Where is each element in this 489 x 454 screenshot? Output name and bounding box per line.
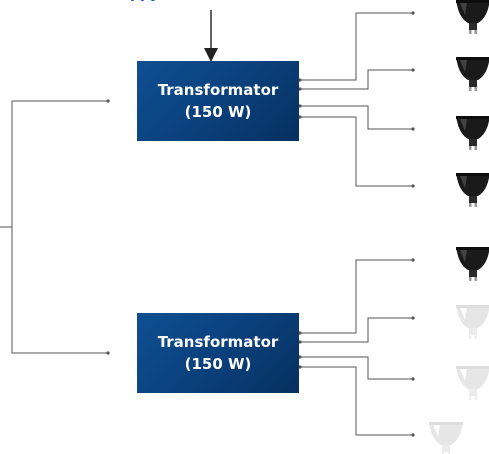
lamp-1-on bbox=[456, 0, 489, 34]
wire-t1-lamp4 bbox=[300, 116, 413, 187]
mains-bracket bbox=[11, 100, 108, 354]
wire-t2-lamp6 bbox=[300, 317, 413, 343]
transformer-bottom-name: Transformator bbox=[157, 333, 279, 351]
mains-terminal-1 bbox=[106, 99, 110, 103]
mains-terminal-2 bbox=[106, 351, 110, 355]
transformer-bottom-rating: (150 W) bbox=[184, 355, 252, 373]
lamp-column bbox=[429, 0, 489, 454]
supply-label: ppy bbox=[130, 0, 230, 5]
terminal-dots bbox=[298, 11, 415, 437]
wire-t1-lamp1 bbox=[300, 12, 413, 81]
transformer-top: Transformator (150 W) bbox=[137, 61, 299, 141]
wire-t2-lamp5 bbox=[300, 259, 413, 334]
lamp-7-off bbox=[456, 366, 489, 400]
wire-t2-lamp7 bbox=[300, 356, 413, 380]
lamp-3-on bbox=[456, 116, 489, 150]
lamp-8-off bbox=[429, 422, 463, 454]
wire-t1-lamp2 bbox=[300, 69, 413, 90]
lamp-6-off bbox=[456, 305, 489, 339]
lamp-2-on bbox=[456, 57, 489, 91]
transformer-top-name: Transformator bbox=[157, 81, 279, 99]
transformer-bottom: Transformator (150 W) bbox=[137, 313, 299, 393]
lamp-5-on bbox=[456, 247, 489, 281]
transformer-top-rating: (150 W) bbox=[184, 103, 252, 121]
lamp-4-on bbox=[456, 173, 489, 207]
wire-t1-lamp3 bbox=[300, 105, 413, 130]
wire-t2-lamp8 bbox=[300, 366, 413, 436]
